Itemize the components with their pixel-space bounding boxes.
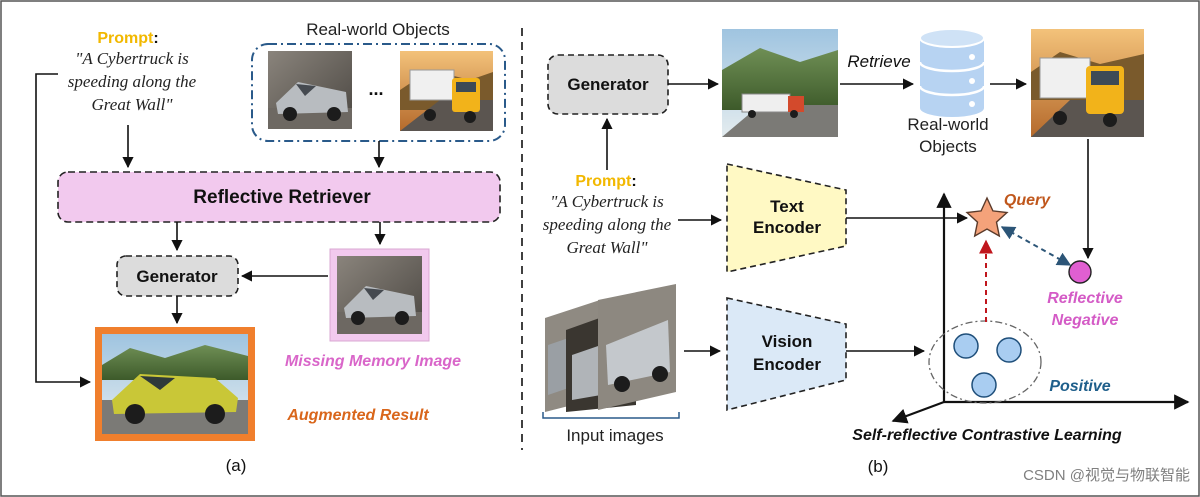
query-star-icon bbox=[965, 196, 1009, 238]
panel-a-objects-box bbox=[251, 43, 506, 142]
panel-a-prompt-label: Prompt bbox=[97, 30, 154, 47]
panel-a-retriever-box bbox=[57, 171, 501, 223]
reflective-negative-point bbox=[1068, 260, 1092, 284]
positive-sample-3 bbox=[971, 372, 997, 398]
panel-b-prompt-heading: Prompt: bbox=[575, 173, 636, 190]
reflective-negative-label-line-2: Negative bbox=[1052, 312, 1119, 329]
panel-b-prompt-colon: : bbox=[631, 173, 636, 190]
panel-b-prompt-line-3: Great Wall" bbox=[567, 238, 649, 257]
panel-b-prompt-label: Prompt bbox=[575, 173, 632, 190]
panel-b-caption: (b) bbox=[868, 457, 889, 476]
panel-a-missing-label: Missing Memory Image bbox=[285, 353, 461, 370]
panel-b-db-label-line-2: Objects bbox=[919, 137, 977, 156]
panel-a: Prompt: "A Cybertruck is speeding along … bbox=[35, 20, 506, 475]
panel-b-retrieve-label: Retrieve bbox=[847, 52, 910, 71]
panel-a-arrow-prompt-to-result bbox=[35, 73, 92, 388]
watermark: CSDN @视觉与物联智能 bbox=[1023, 466, 1190, 484]
embedding-axis-z bbox=[891, 400, 945, 424]
panel-b-generated-image bbox=[722, 29, 838, 137]
panel-a-prompt-heading: Prompt: bbox=[97, 30, 158, 47]
query-label: Query bbox=[1004, 192, 1051, 209]
panel-a-prompt-line-1: "A Cybertruck is bbox=[75, 49, 189, 68]
panel-a-augmented-label: Augmented Result bbox=[286, 407, 429, 424]
panel-b-text-encoder-line-2: Encoder bbox=[753, 218, 821, 237]
panel-b-text-encoder bbox=[726, 163, 847, 273]
panel-b-input-images-label: Input images bbox=[566, 426, 663, 445]
panel-a-missing-memory-image bbox=[329, 248, 430, 342]
panel-a-augmented-result-image bbox=[95, 327, 255, 441]
panel-b-prompt-line-1: "A Cybertruck is bbox=[550, 192, 664, 211]
positive-label: Positive bbox=[1049, 378, 1110, 395]
panel-b-generator-label: Generator bbox=[567, 75, 649, 94]
panel-b-input-images bbox=[545, 284, 676, 412]
panel-b: Generator Retrieve Real-world Objec bbox=[542, 28, 1190, 476]
panel-b-db-label-line-1: Real-world bbox=[907, 115, 988, 134]
panel-b-input-images-bracket bbox=[542, 412, 680, 419]
panel-a-caption: (a) bbox=[226, 456, 247, 475]
panel-b-text-encoder-line-1: Text bbox=[770, 197, 804, 216]
panel-b-vision-encoder-line-1: Vision bbox=[762, 332, 813, 351]
panel-a-objects-ellipsis: ... bbox=[368, 79, 383, 99]
panel-a-prompt-line-2: speeding along the bbox=[68, 72, 197, 91]
panel-b-retrieved-image bbox=[1031, 29, 1144, 137]
panel-a-objects-title: Real-world Objects bbox=[306, 20, 450, 39]
database-icon bbox=[918, 28, 986, 117]
contrastive-learning-label: Self-reflective Contrastive Learning bbox=[852, 427, 1122, 444]
panel-a-cybertruck-thumbnail bbox=[268, 51, 352, 129]
panel-b-prompt-line-2: speeding along the bbox=[543, 215, 672, 234]
panel-a-retriever-label: Reflective Retriever bbox=[193, 187, 371, 208]
panel-b-vision-encoder-line-2: Encoder bbox=[753, 355, 821, 374]
reflective-negative-label-line-1: Reflective bbox=[1047, 290, 1123, 307]
query-negative-double-arrow bbox=[1000, 226, 1072, 266]
panel-b-vision-encoder bbox=[726, 297, 847, 412]
panel-a-truck-thumbnail bbox=[400, 51, 493, 131]
panel-a-generator-label: Generator bbox=[136, 267, 218, 286]
positive-sample-1 bbox=[953, 333, 979, 359]
panel-a-prompt-line-3: Great Wall" bbox=[92, 95, 174, 114]
positive-sample-2 bbox=[996, 337, 1022, 363]
panel-a-prompt-colon: : bbox=[153, 30, 158, 47]
